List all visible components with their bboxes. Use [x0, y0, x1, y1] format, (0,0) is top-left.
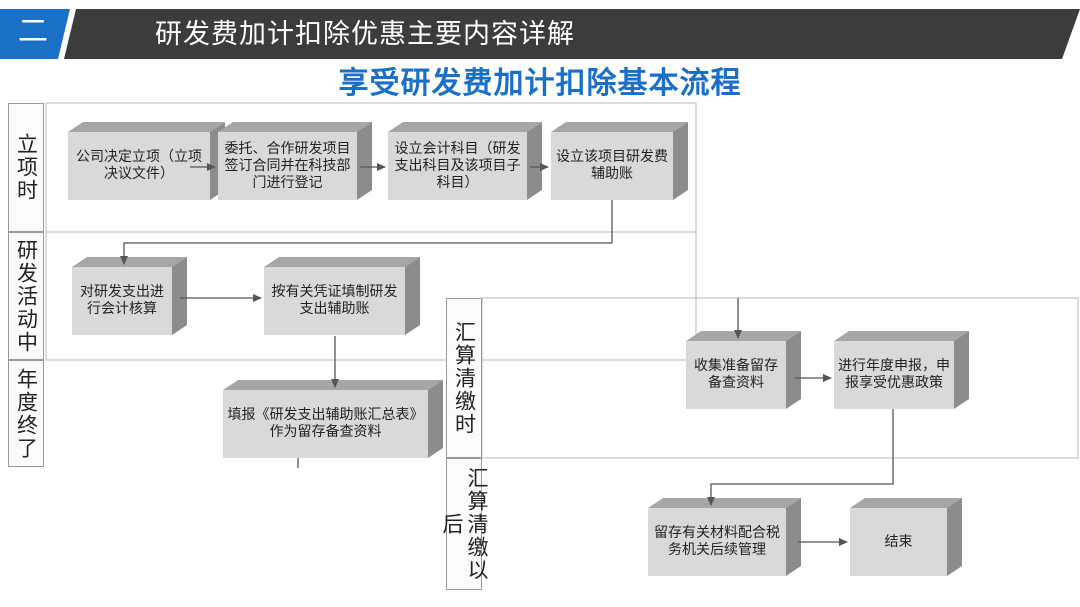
- arrow-b4-b5: [120, 200, 613, 265]
- lane-label-year-end: 年度终了: [8, 360, 44, 467]
- lane-grid: [45, 102, 1079, 459]
- lane-label-rd-activity: 研发活动中: [8, 232, 44, 360]
- section-number: 二: [18, 14, 48, 49]
- lane-label-settlement: 汇算清缴时: [446, 298, 482, 458]
- box-text-contract-registration: 委托、合作研发项目签订合同并在科技部门进行登记: [224, 140, 351, 191]
- box-text-accounting: 对研发支出进行会计核算: [80, 284, 164, 317]
- box-text-summary-table: 填报《研发支出辅助账汇总表》作为留存备查资料: [227, 407, 424, 440]
- arrow-b9-b10: [707, 409, 894, 506]
- box-annual-declaration: [834, 331, 969, 409]
- box-accounting: [72, 257, 187, 335]
- box-text-auxiliary-account: 设立该项目研发费辅助账: [556, 149, 668, 182]
- box-company-decision: [68, 122, 225, 200]
- box-text-retain-materials: 留存有关材料配合税务机关后续管理: [654, 525, 780, 558]
- box-text-fill-auxiliary: 按有关凭证填制研发支出辅助账: [271, 284, 398, 317]
- connectors: [120, 163, 894, 546]
- box-collect-materials: [686, 331, 801, 409]
- page-title: 研发费加计扣除优惠主要内容详解: [155, 19, 575, 50]
- lane-label-after-settlement: 汇算清缴以后: [440, 458, 489, 590]
- diagram-title: 享受研发费加计扣除基本流程: [338, 66, 742, 101]
- box-fill-auxiliary: [264, 257, 420, 335]
- box-retain-materials: [648, 498, 801, 576]
- lane-label-project-start: 立项时: [8, 103, 44, 232]
- box-contract-registration: [218, 122, 372, 200]
- box-text-end: 结束: [884, 533, 913, 550]
- box-accounting-subject: [388, 122, 542, 200]
- box-text-company-decision: 公司决定立项（立项决议文件）: [76, 149, 202, 182]
- box-auxiliary-account: [551, 122, 688, 200]
- header-bar: [0, 9, 1080, 59]
- box-text-accounting-subject: 设立会计科目（研发支出科目及该项目子科目）: [394, 140, 521, 191]
- box-end: [850, 498, 962, 576]
- box-text-collect-materials: 收集准备留存备查资料: [694, 358, 778, 391]
- box-text-annual-declaration: 进行年度申报，申报享受优惠政策: [838, 358, 950, 391]
